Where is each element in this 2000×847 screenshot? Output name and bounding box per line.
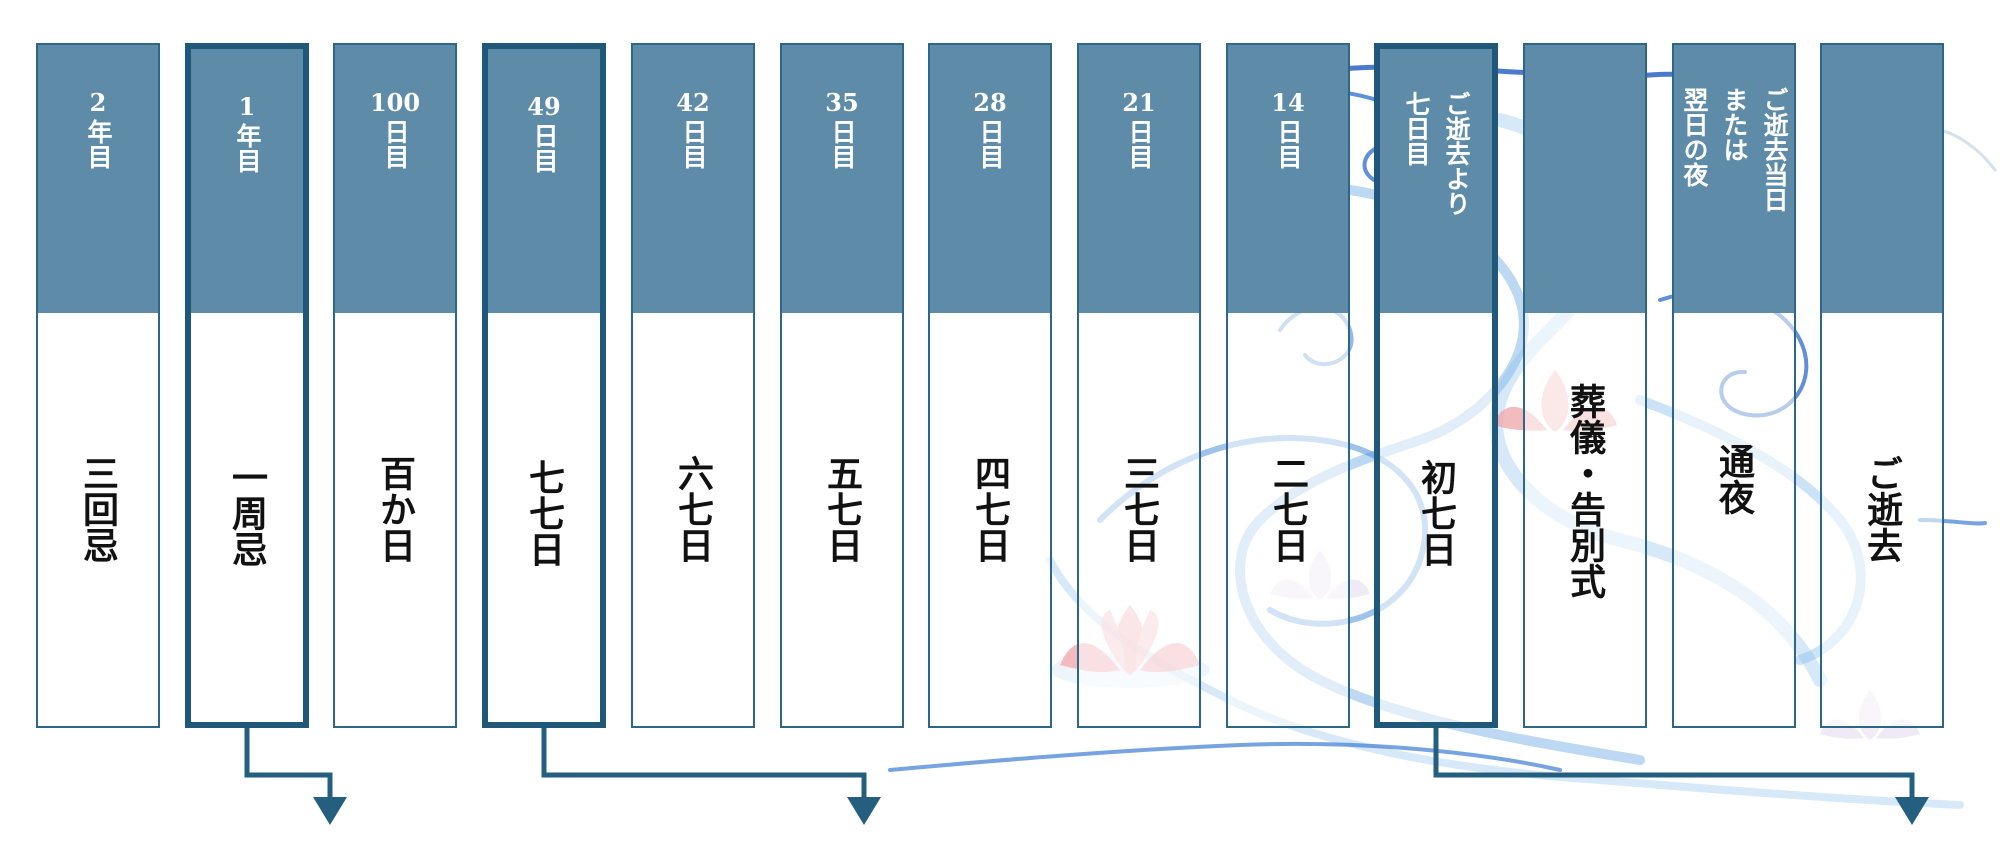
header-number: 35 <box>825 87 858 119</box>
period-name: 初七日 <box>1410 459 1462 567</box>
column-body: 初七日 <box>1380 459 1492 567</box>
header-label: ご逝去当日または翌日の夜 <box>1674 87 1794 212</box>
header-number: 100 <box>370 87 420 119</box>
column-body: 五七日 <box>782 455 902 563</box>
column-body: ご逝去 <box>1822 455 1942 563</box>
header-label: ご逝去より七日目 <box>1380 91 1492 216</box>
header-line: ご逝去当日 <box>1758 87 1790 212</box>
period-name: 三七日 <box>1113 455 1165 563</box>
column-header: ご逝去より七日目 <box>1380 49 1492 313</box>
period-name: 三回忌 <box>72 455 124 563</box>
header-line: ご逝去より <box>1440 91 1472 216</box>
column-body: 葬儀・告別式 <box>1525 383 1645 599</box>
column-body: 百か日 <box>335 455 455 563</box>
column-seikyo: ご逝去 <box>1820 43 1944 728</box>
header-line: 七日目 <box>1400 91 1432 216</box>
column-body: 通夜 <box>1674 443 1794 515</box>
header-number: 42 <box>676 87 709 119</box>
column-body: 三七日 <box>1079 455 1199 563</box>
period-name: 四七日 <box>964 455 1016 563</box>
period-name: 七七日 <box>518 459 570 567</box>
header-unit: 日目 <box>826 119 858 169</box>
arrow-head-icon <box>1895 797 1929 825</box>
header-unit: 日目 <box>1123 119 1155 169</box>
period-name: 六七日 <box>667 455 719 563</box>
header-unit: 日目 <box>1272 119 1304 169</box>
header-number: 28 <box>973 87 1006 119</box>
column-header <box>1822 45 1942 313</box>
period-name: 通夜 <box>1708 443 1760 515</box>
period-name: 葬儀・告別式 <box>1559 383 1611 599</box>
header-unit: 年目 <box>82 119 114 169</box>
header-number: 2 <box>90 87 107 119</box>
header-unit: 日目 <box>379 119 411 169</box>
timeline-arrow-line <box>544 728 864 807</box>
column-header: ご逝去当日または翌日の夜 <box>1674 45 1794 313</box>
arrow-head-icon <box>847 797 881 825</box>
period-name: ご逝去 <box>1856 455 1908 563</box>
column-body: 六七日 <box>633 455 753 563</box>
column-header <box>1525 45 1645 313</box>
timeline-arrow-line <box>247 728 330 807</box>
header-unit: 日目 <box>974 119 1006 169</box>
column-body: 三回忌 <box>38 455 158 563</box>
period-name: 百か日 <box>369 455 421 563</box>
header-number: 14 <box>1271 87 1304 119</box>
period-name: 一周忌 <box>221 459 273 567</box>
header-unit: 年目 <box>231 123 263 173</box>
header-unit: 日目 <box>677 119 709 169</box>
column-shonanoka: ご逝去より七日目初七日 <box>1374 43 1498 728</box>
header-unit: 日目 <box>528 123 560 173</box>
period-name: 五七日 <box>816 455 868 563</box>
header-number: 21 <box>1122 87 1155 119</box>
header-number: 49 <box>527 91 560 123</box>
period-name: 二七日 <box>1262 455 1314 563</box>
header-line: 翌日の夜 <box>1678 87 1710 212</box>
column-body: 二七日 <box>1228 455 1348 563</box>
arrow-head-icon <box>313 797 347 825</box>
header-number: 1 <box>239 91 256 123</box>
timeline-arrow-line <box>1436 728 1912 807</box>
column-body: 七七日 <box>488 459 600 567</box>
column-sogi: 葬儀・告別式 <box>1523 43 1647 728</box>
column-body: 四七日 <box>930 455 1050 563</box>
header-line: または <box>1718 87 1750 212</box>
column-tsuya: ご逝去当日または翌日の夜通夜 <box>1672 43 1796 728</box>
column-body: 一周忌 <box>191 459 303 567</box>
